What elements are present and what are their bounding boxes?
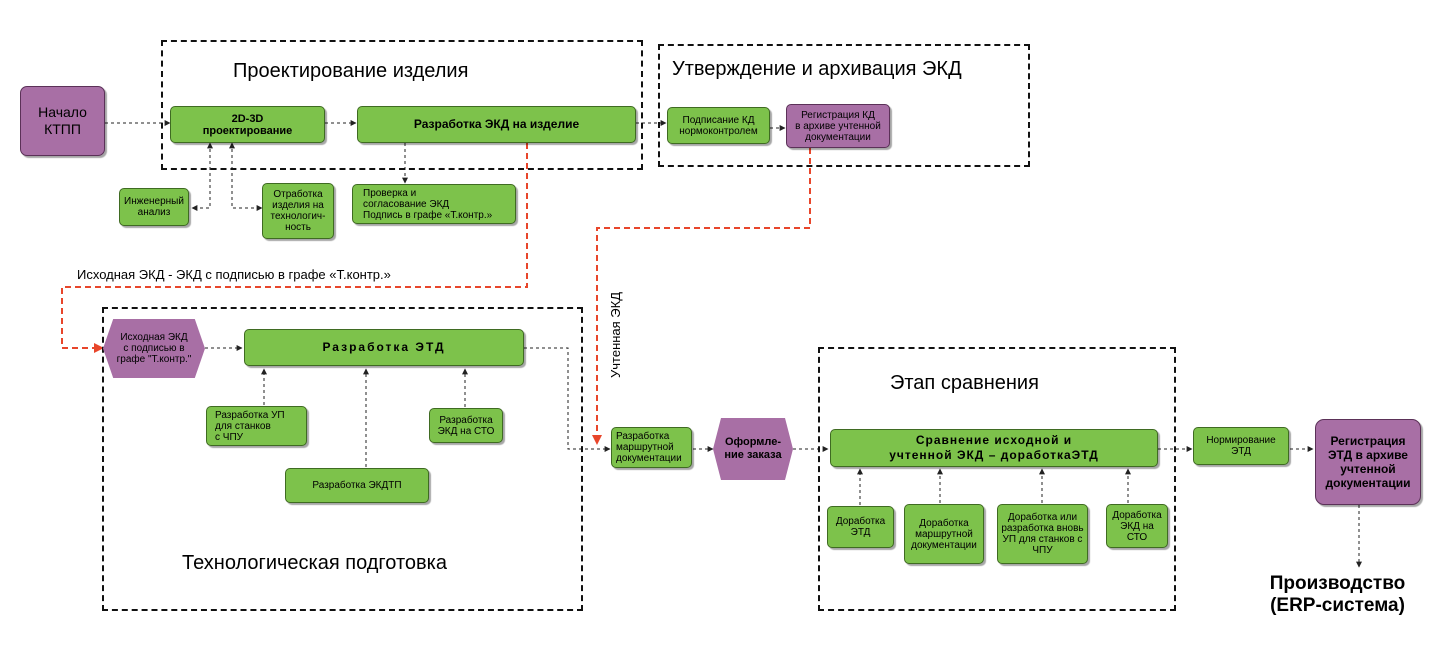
- node-ekd-dev[interactable]: Разработка ЭКД на изделие: [357, 106, 636, 143]
- node-production: Производство(ERP-система): [1269, 573, 1406, 616]
- node-order[interactable]: Оформле-ние заказа: [713, 418, 793, 480]
- label-accounted-flow: Учтенная ЭКД: [608, 291, 623, 378]
- frame-design-title: Проектирование изделия: [233, 60, 469, 82]
- node-ekdtp-dev[interactable]: Разработка ЭКДТП: [285, 468, 429, 503]
- frame-design: [161, 40, 643, 170]
- frame-approval: [658, 44, 1030, 167]
- frame-compare: [818, 347, 1176, 611]
- frame-compare-title: Этап сравнения: [890, 372, 1039, 394]
- red-flow-accounted-ekd: [592, 148, 811, 445]
- node-etd-dev[interactable]: Разработка ЭТД: [244, 329, 524, 366]
- frame-tech: [102, 307, 583, 611]
- frame-tech-title: Технологическая подготовка: [182, 552, 447, 574]
- label-source-flow: Исходная ЭКД - ЭКД с подписью в графе «Т…: [77, 267, 391, 282]
- frame-approval-title: Утверждение и архивация ЭКД: [672, 58, 962, 80]
